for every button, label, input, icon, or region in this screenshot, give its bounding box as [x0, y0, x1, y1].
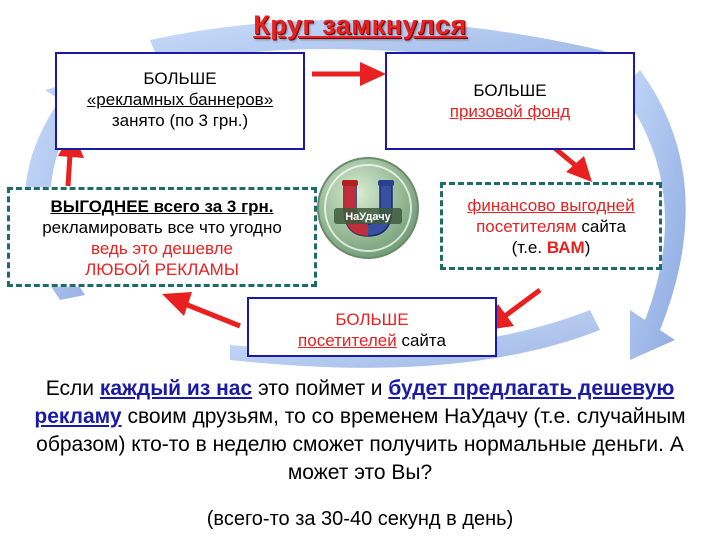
logo-text: НаУдачу [345, 211, 391, 223]
box-more-prize-fund: БОЛЬШЕ призовой фонд [385, 52, 635, 150]
box-financially-profitable: финансово выгодней посетителям сайта (т.… [440, 182, 662, 270]
cycle-arc-right [620, 70, 686, 360]
page-title: Круг замкнулся [253, 10, 467, 40]
box-financially-line1: финансово выгодней [467, 196, 635, 215]
arrow-topleft-to-topright [312, 62, 386, 86]
box-more-visitors-line2: посетителей сайта [298, 331, 446, 350]
call-to-action-paragraph: Если каждый из нас это поймет и будет пр… [34, 377, 686, 484]
box-cheaper-ads-line4: ЛЮБОЙ РЕКЛАМЫ [85, 260, 239, 279]
naudachu-logo: НаУдачу [317, 157, 419, 259]
box-cheaper-ads-line1: ВЫГОДНЕЕ всего за 3 грн. [50, 197, 274, 216]
cycle-arc-top [150, 19, 630, 85]
box-more-banners-line1: БОЛЬШЕ [143, 69, 217, 88]
box-more-prize-fund-line2: призовой фонд [449, 102, 571, 121]
box-more-prize-fund-line1: БОЛЬШЕ [473, 81, 547, 100]
box-financially-line3: (т.е. ВАМ) [511, 238, 591, 257]
box-financially-line2: посетителям сайта [476, 217, 626, 236]
box-more-banners: БОЛЬШЕ «рекламных баннеров» занято (по 3… [55, 52, 305, 150]
box-financially-you: ВАМ [546, 238, 585, 257]
box-more-banners-line3: занято (по 3 грн.) [111, 111, 249, 130]
box-financially-visitors: посетителям [476, 217, 577, 236]
arrow-bottom-to-midleft [162, 292, 241, 329]
box-more-visitors-line1: БОЛЬШЕ [335, 310, 409, 329]
box-cheaper-ads-line2: рекламировать все что угодно [42, 218, 282, 237]
box-cheaper-ads: ВЫГОДНЕЕ всего за 3 грн. рекламировать в… [7, 187, 317, 287]
box-more-banners-line2: «рекламных баннеров» [86, 90, 274, 109]
time-note: (всего-то за 30-40 секунд в день) [206, 508, 514, 530]
box-cheaper-ads-line3: ведь это дешевле [91, 239, 233, 258]
box-more-visitors: БОЛЬШЕ посетителей сайта [247, 297, 497, 357]
highlight-each-of-us: каждый из нас [99, 377, 253, 400]
highlight-offer-cheap-ads: будет предлагать дешевую рекламу [34, 377, 675, 428]
